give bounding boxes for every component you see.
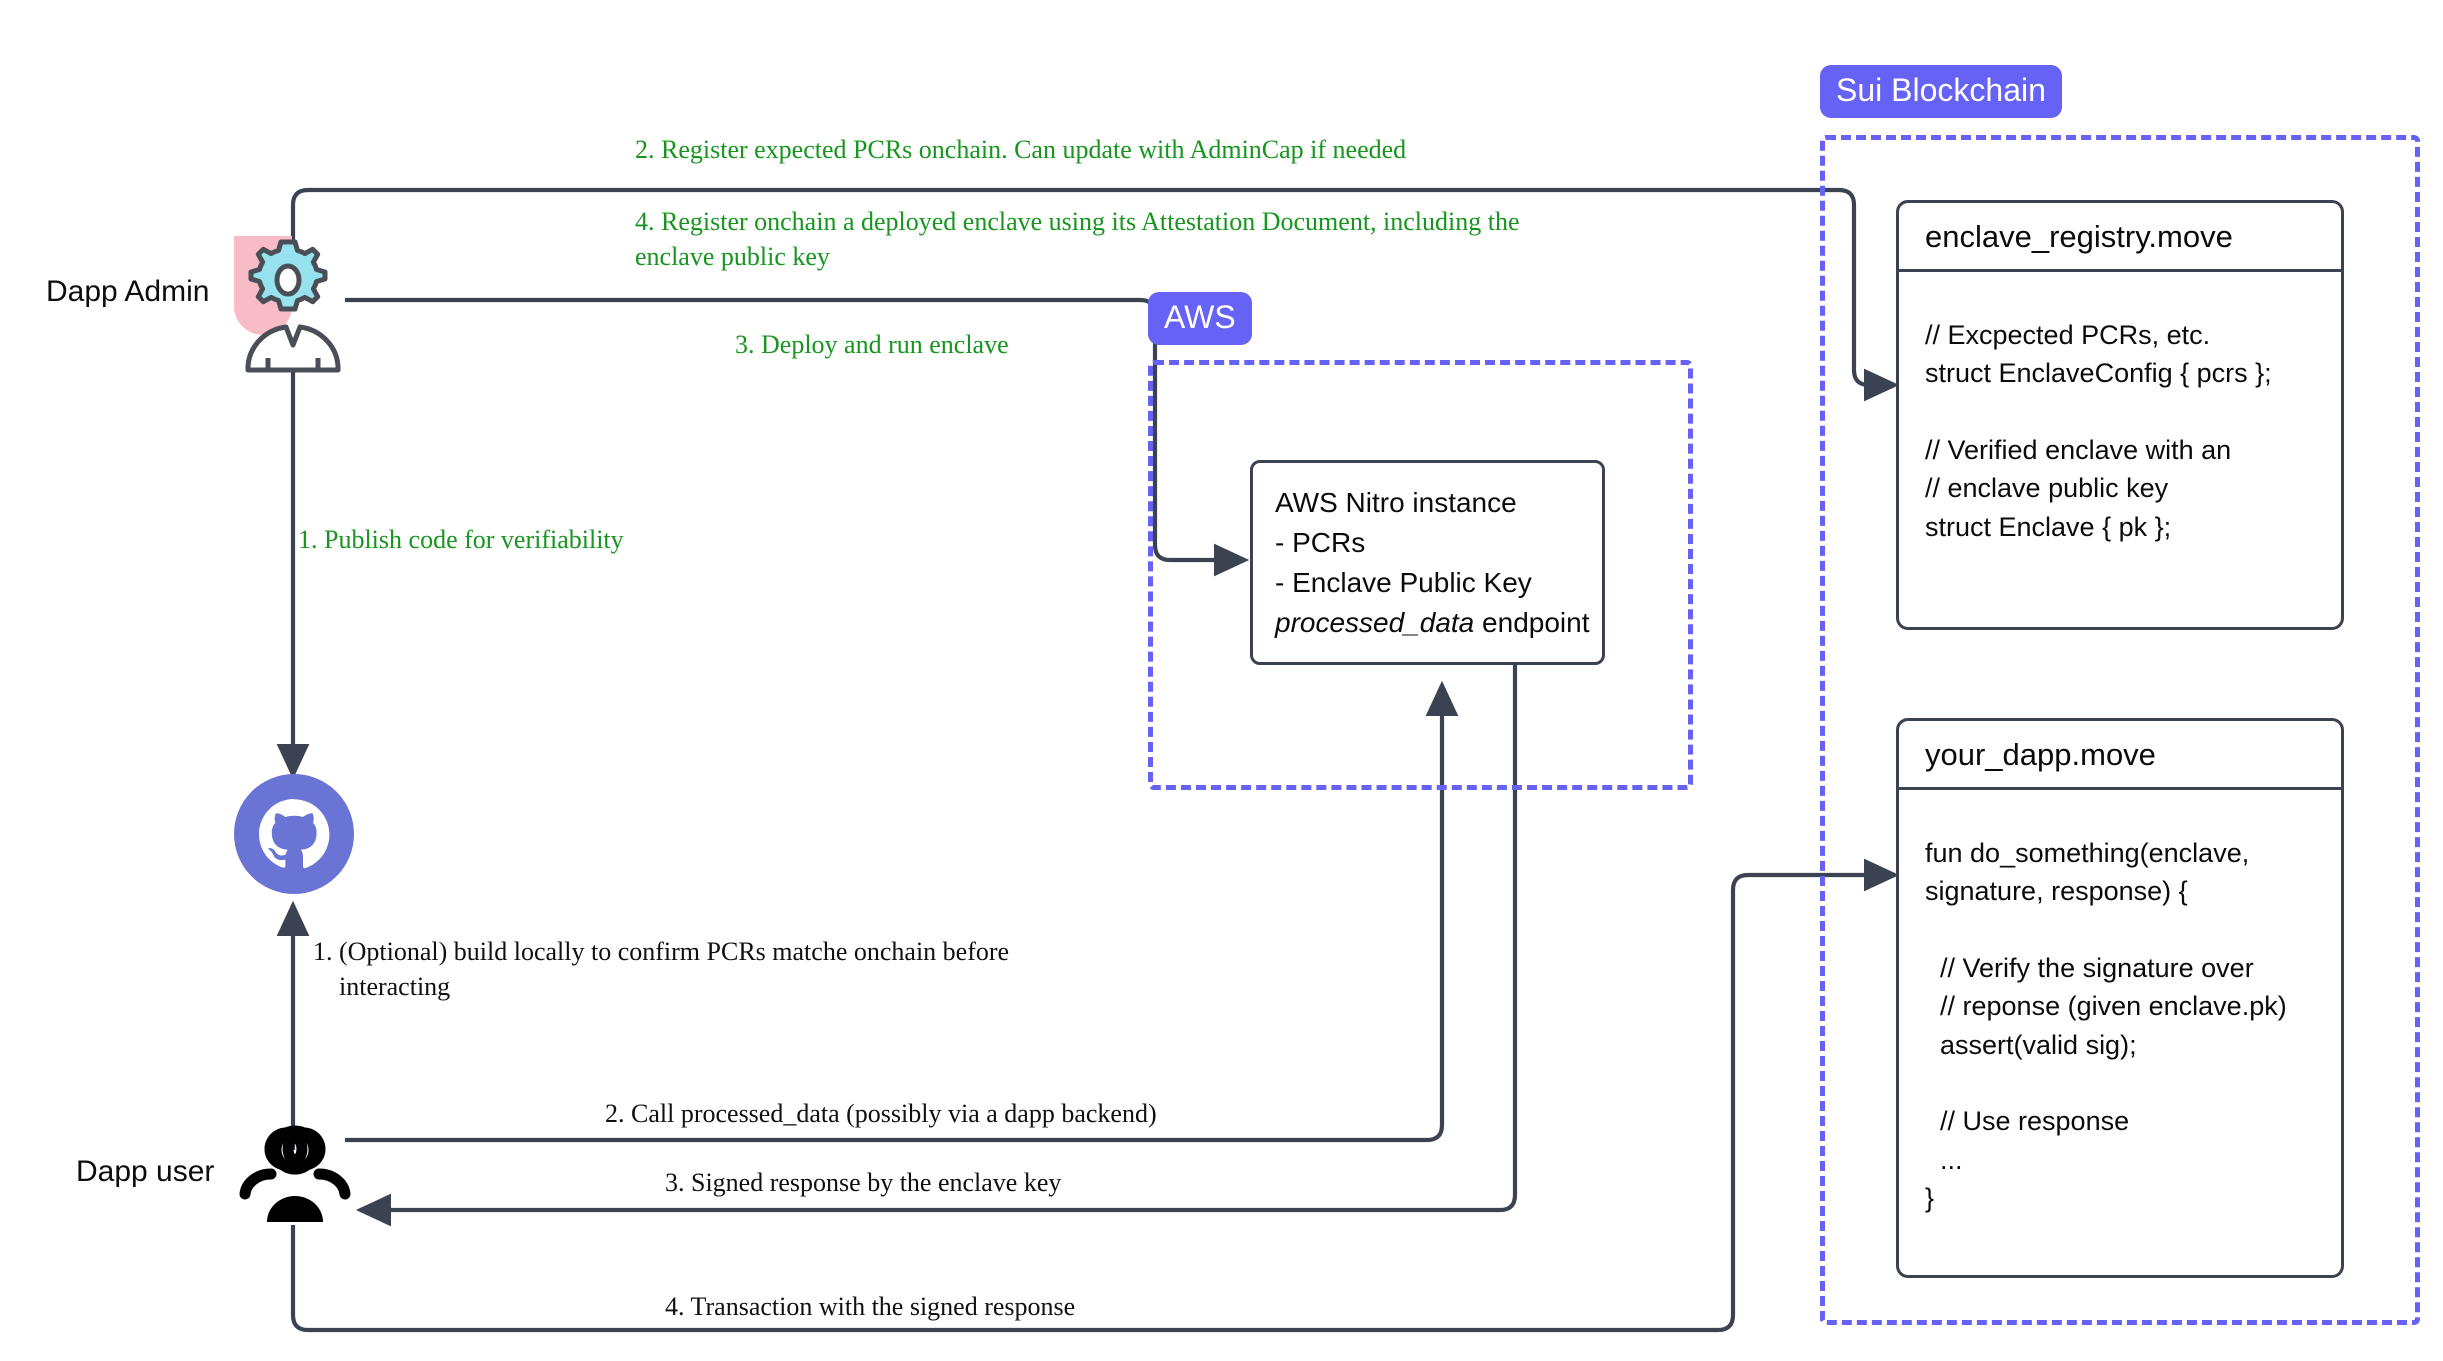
module-title: your_dapp.move — [1899, 721, 2341, 790]
zone-badge-sui: Sui Blockchain — [1820, 65, 2062, 118]
module-body: // Excpected PCRs, etc. struct EnclaveCo… — [1925, 320, 2272, 542]
step-label-deploy-enclave: 3. Deploy and run enclave — [735, 330, 1009, 359]
step-label-optional-build: 1. (Optional) build locally to confirm P… — [313, 937, 1010, 1001]
zone-boundary-aws — [1148, 360, 1693, 790]
step-label-signed-response: 3. Signed response by the enclave key — [665, 1168, 1062, 1197]
zone-boundary-sui — [1820, 135, 2420, 1325]
module-title: enclave_registry.move — [1899, 203, 2341, 272]
step-label-call-processed-data: 2. Call processed_data (possibly via a d… — [605, 1099, 1157, 1128]
aws-nitro-instance-box: AWS Nitro instance - PCRs - Enclave Publ… — [1250, 460, 1605, 665]
actor-label-admin: Dapp Admin — [46, 275, 210, 308]
actor-label-user: Dapp user — [76, 1155, 215, 1188]
module-box-enclave-registry: enclave_registry.move // Excpected PCRs,… — [1896, 200, 2344, 630]
zone-badge-aws: AWS — [1148, 292, 1252, 345]
admin-gear-person-icon — [228, 228, 358, 373]
module-box-your-dapp: your_dapp.move fun do_something(enclave,… — [1896, 718, 2344, 1278]
module-body: fun do_something(enclave, signature, res… — [1925, 838, 2287, 1213]
github-icon[interactable] — [230, 770, 358, 898]
users-group-icon — [225, 1118, 365, 1230]
step-label-register-enclave: 4. Register onchain a deployed enclave u… — [635, 207, 1520, 271]
step-label-transaction: 4. Transaction with the signed response — [665, 1292, 1076, 1321]
nitro-lines: AWS Nitro instance - PCRs - Enclave Publ… — [1275, 487, 1532, 599]
step-label-publish-code: 1. Publish code for verifiability — [298, 525, 624, 554]
step-label-register-pcrs: 2. Register expected PCRs onchain. Can u… — [635, 135, 1407, 164]
nitro-endpoint-name: processed_data — [1275, 607, 1475, 639]
nitro-endpoint-suffix: endpoint — [1474, 607, 1590, 639]
